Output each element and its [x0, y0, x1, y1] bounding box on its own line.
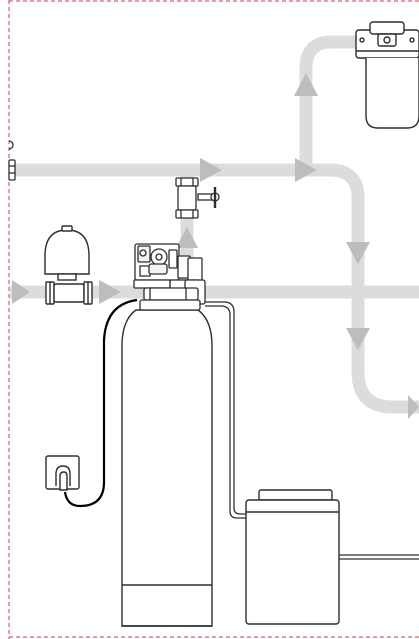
inlet-arrow-1	[12, 280, 30, 304]
softener-control-valve-icon	[133, 243, 206, 311]
bypass-valve-icon	[175, 177, 220, 219]
wall-fitting-icon	[8, 140, 16, 181]
wall-outlet-icon	[45, 455, 80, 491]
bypass-arrow	[176, 227, 198, 248]
brine-line	[205, 301, 248, 519]
power-cable	[63, 298, 138, 508]
flow-arrows	[12, 73, 419, 419]
riser-pipe	[299, 35, 419, 170]
drain-line	[339, 554, 419, 560]
expansion-tank-icon	[44, 225, 90, 281]
brine-tank-icon	[245, 489, 340, 625]
inlet-arrow-2	[99, 280, 121, 304]
inline-valve-icon	[45, 281, 93, 305]
main-line-arrow-1	[200, 158, 222, 182]
resin-tank-icon	[121, 309, 213, 627]
outlet-arrow	[408, 395, 419, 419]
riser-arrow	[294, 73, 318, 96]
main-line-arrow-2	[295, 158, 317, 182]
pipe-network	[10, 35, 419, 414]
drop-arrow-1	[346, 242, 370, 264]
drop-arrow-2	[346, 328, 370, 350]
filter-housing-icon	[355, 21, 419, 129]
main-supply-pipe	[10, 163, 419, 414]
dashed-frame	[8, 0, 419, 639]
